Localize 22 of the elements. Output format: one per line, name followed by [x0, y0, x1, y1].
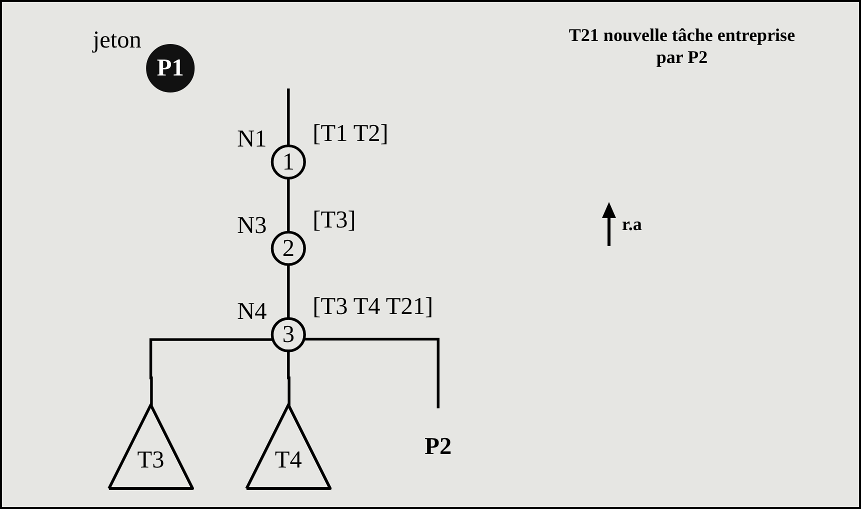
node-name: N1 [237, 126, 267, 152]
task-list: [T1 T2] [312, 120, 388, 148]
connector-line [149, 338, 273, 406]
connector-line [287, 350, 290, 406]
task-triangle: T4 [245, 404, 332, 490]
processor-label: P2 [424, 432, 452, 460]
arrow-label: r.a [622, 214, 642, 234]
note-text: T21 nouvelle tâche entreprise par P2 [568, 24, 796, 68]
task-triangle: T3 [108, 404, 194, 490]
numbered-circle: 1 [270, 144, 306, 180]
token-circle: P1 [146, 44, 195, 93]
node-name: jeton [92, 26, 142, 54]
node-name: N3 [237, 212, 267, 239]
connector-line [287, 263, 290, 319]
task-list: [T3 T4 T21] [312, 292, 434, 320]
connector-line [287, 176, 290, 232]
task-list: [T3] [312, 206, 356, 234]
node-name: N4 [237, 298, 267, 326]
numbered-circle: 3 [270, 317, 306, 352]
numbered-circle: 2 [270, 230, 306, 266]
connector-line [304, 338, 440, 408]
connector-line [287, 87, 290, 146]
